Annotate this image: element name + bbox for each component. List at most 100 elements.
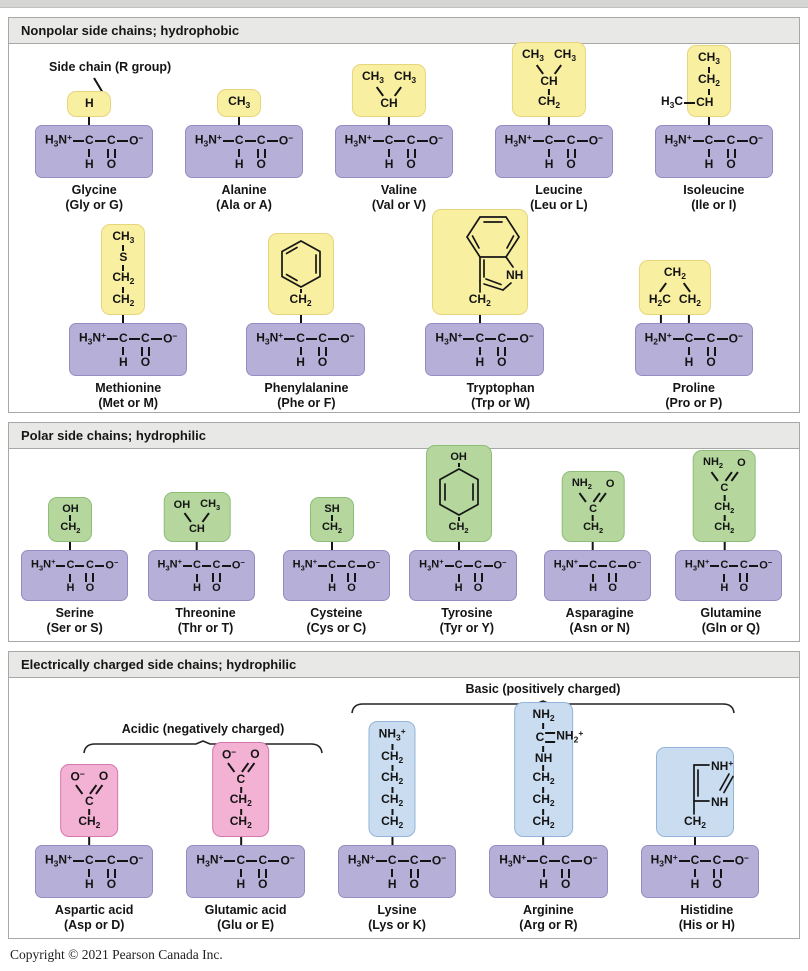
bond-vertical (391, 743, 394, 750)
bond-vertical (299, 347, 302, 356)
chem-token: O− (759, 557, 773, 572)
chem-token: C (726, 132, 736, 147)
bond-double-vertical (106, 868, 116, 878)
amino-acid-name: Threonine (175, 605, 236, 620)
bond-double-vertical (706, 346, 716, 356)
chem-token: H (236, 876, 246, 891)
chem-token: H (684, 354, 694, 369)
chem-token: O− (728, 330, 743, 346)
chem-token: O (85, 582, 95, 595)
amino-acid-name: Asparagine (565, 605, 634, 620)
bond-double-vertical (406, 148, 416, 158)
bond-horizontal (749, 564, 759, 567)
chem-token: NH2 (571, 477, 592, 492)
chem-token: C (236, 852, 246, 867)
chem-token: C (256, 132, 266, 147)
chem-token: C (720, 559, 729, 572)
bond-vertical (239, 869, 242, 878)
chem-token: C (384, 132, 394, 147)
chem-token: CH2 (112, 270, 135, 287)
chem-token: O (712, 876, 722, 891)
bond-horizontal (117, 859, 129, 862)
acidic-group-label: Acidic (negatively charged) (121, 722, 285, 736)
chem-token: O− (493, 557, 507, 572)
chem-token: CH2 (714, 500, 735, 515)
phenol-ring-icon (436, 467, 482, 517)
chem-token: H (384, 156, 394, 171)
bond-vertical (69, 573, 72, 582)
chem-token: C (720, 482, 729, 495)
chem-token: C (497, 330, 507, 345)
chem-token: C (454, 559, 463, 572)
chem-token: CH3 (200, 497, 221, 512)
chem-token: H3N+ (684, 556, 710, 573)
chem-token: C (566, 132, 576, 147)
chem-token: C (107, 852, 116, 867)
bond-horizontal (684, 101, 696, 104)
chem-token: C (406, 132, 416, 147)
bond-horizontal (598, 564, 608, 567)
bond-double-vertical (726, 148, 736, 158)
amino-acid-abbr: (Ala or A) (216, 198, 272, 213)
bond-vertical (694, 869, 696, 878)
chem-token: H3N+ (157, 556, 182, 573)
chem-token: O (608, 582, 617, 595)
chem-token: H3N+ (504, 131, 532, 149)
chem-token: CH2 (678, 291, 701, 308)
amino-acid-abbr: (Ser or S) (46, 621, 103, 636)
svg-text:NH: NH (711, 795, 728, 809)
bond-vertical (195, 541, 198, 550)
chem-token: H3N+ (347, 851, 375, 869)
bond-horizontal (554, 139, 566, 142)
bond-vertical (88, 869, 91, 878)
bond-vertical (548, 88, 551, 95)
chem-token: O (256, 156, 266, 171)
chem-token: C (328, 559, 337, 572)
bond-horizontal (507, 337, 519, 340)
chem-token: C (212, 559, 221, 572)
side-chain-box: H (67, 90, 112, 117)
amino-acid-abbr: (Gln or Q) (701, 621, 761, 636)
bond-vertical (542, 808, 545, 815)
chem-token: CH2 (322, 521, 343, 536)
chem-token: CH3 (554, 47, 577, 64)
bond-horizontal (444, 564, 454, 567)
chem-token: H (192, 582, 201, 595)
chem-token: C (318, 330, 327, 345)
chem-token: CH (188, 523, 205, 536)
amino-acid-abbr: (Trp or W) (471, 396, 531, 411)
bond-vertical (388, 149, 391, 158)
chem-token: H3N+ (256, 329, 284, 347)
bond-double-vertical (140, 346, 150, 356)
bond-vertical (694, 836, 696, 845)
bond-vertical (238, 149, 241, 158)
chem-token: CH3 (228, 93, 251, 110)
chem-token: CH3 (697, 50, 721, 67)
chem-token: CH2 (448, 521, 469, 536)
chem-token: C (589, 559, 598, 572)
chem-token: H3N+ (344, 131, 372, 149)
bond-horizontal (224, 859, 236, 862)
chem-token: CH2 (112, 291, 135, 308)
